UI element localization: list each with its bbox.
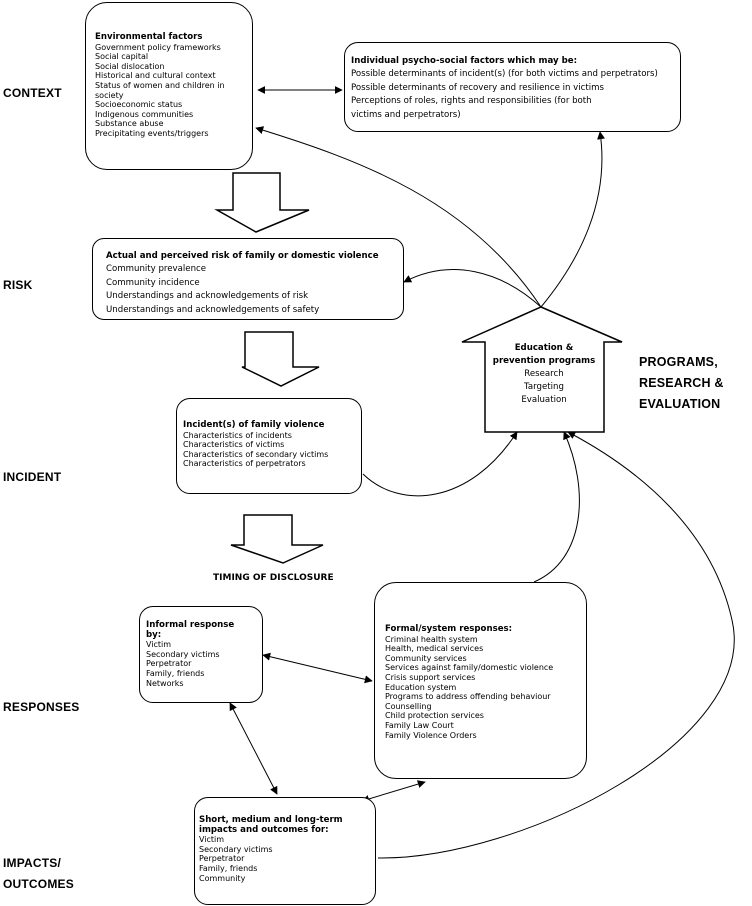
section-label-impacts: IMPACTS/ OUTCOMES [3, 853, 74, 895]
arrow-impacts-formal [361, 780, 426, 803]
impact-item: Victim [199, 835, 225, 845]
impact-item: Perpetrator [199, 854, 245, 864]
incident-box: Incident(s) of family violence Character… [176, 398, 362, 494]
flow-arrow-incident-responses [230, 514, 324, 564]
environmental-factor-item: Social dislocation [95, 61, 165, 71]
environmental-factor-item: Precipitating events/triggers [95, 128, 209, 138]
arrow-informal-impacts [229, 702, 278, 795]
arrow-incident-education [362, 431, 518, 497]
psychosocial-factor-item: victims and perpetrators) [351, 109, 461, 120]
education-title-line: prevention programs [492, 356, 596, 366]
education-item: Targeting [524, 382, 564, 392]
section-label-context: CONTEXT [3, 86, 62, 100]
risk-item: Understandings and acknowledgements of s… [106, 304, 320, 315]
formal-responses-box: Formal/system responses: Criminal health… [374, 582, 587, 779]
formal-response-item: Criminal health system [385, 634, 478, 644]
flow-arrow-risk-incident [241, 331, 320, 387]
environmental-factor-item: Social capital [95, 52, 149, 62]
psychosocial-factors-title: Individual psycho-social factors which m… [351, 56, 578, 66]
informal-response-box: Informal response by: Victim Secondary v… [139, 606, 263, 703]
impacts-outcomes-box: Short, medium and long-term impacts and … [194, 797, 376, 905]
formal-response-item: Programs to address offending behaviour [385, 692, 551, 702]
informal-response-item: Family, friends [146, 668, 205, 678]
informal-response-title: by: [146, 629, 162, 640]
formal-response-item: Child protection services [385, 711, 484, 721]
risk-box-title: Actual and perceived risk of family or d… [106, 251, 379, 261]
education-house-shape [461, 306, 623, 433]
environmental-factor-item: Historical and cultural context [95, 71, 216, 81]
section-label-incident: INCIDENT [3, 470, 62, 484]
formal-response-item: Counselling [385, 701, 432, 711]
incident-item: Characteristics of incidents [183, 430, 292, 440]
formal-response-item: Family Violence Orders [385, 730, 477, 740]
psychosocial-factor-item: Perceptions of roles, rights and respons… [351, 96, 592, 107]
impact-item: Community [199, 873, 246, 883]
flow-arrow-context-risk [214, 172, 310, 233]
arrow-education-risk [403, 269, 542, 308]
informal-response-item: Perpetrator [146, 659, 192, 669]
environmental-factor-item: society [95, 90, 124, 100]
education-item: Evaluation [521, 395, 567, 405]
formal-response-item: Family Law Court [385, 720, 454, 730]
incident-box-title: Incident(s) of family violence [183, 420, 325, 430]
formal-response-item: Health, medical services [385, 644, 484, 654]
arrow-informal-formal [262, 652, 373, 684]
incident-item: Characteristics of victims [183, 440, 285, 450]
environmental-factors-box: Environmental factors Government policy … [85, 2, 253, 170]
section-label-programs-line: EVALUATION [639, 397, 721, 411]
incident-item: Characteristics of perpetrators [183, 459, 306, 469]
impact-item: Secondary victims [199, 844, 273, 854]
formal-response-item: Education system [385, 682, 457, 692]
environmental-factor-item: Socioeconomic status [95, 100, 183, 110]
arrow-education-environmental [255, 126, 542, 308]
psychosocial-factor-item: Possible determinants of recovery and re… [351, 82, 604, 93]
informal-response-item: Secondary victims [146, 649, 220, 659]
formal-response-item: Crisis support services [385, 672, 476, 682]
formal-response-item: Community services [385, 653, 467, 663]
incident-item: Characteristics of secondary victims [183, 449, 329, 459]
education-item: Research [524, 369, 564, 379]
informal-response-title: Informal response [146, 620, 235, 630]
section-label-risk: RISK [3, 278, 33, 292]
section-label-programs-line: RESEARCH & [639, 376, 724, 390]
education-title-line: Education & [514, 343, 574, 353]
arrow-education-psychosocial [540, 131, 606, 308]
environmental-factor-item: Government policy frameworks [95, 42, 221, 52]
section-label-impacts-line: IMPACTS/ [3, 856, 62, 870]
formal-responses-title: Formal/system responses: [385, 624, 513, 634]
psychosocial-factors-box: Individual psycho-social factors which m… [344, 42, 681, 132]
environmental-factor-item: Indigenous communities [95, 109, 194, 119]
timing-of-disclosure-label: TIMING OF DISCLOSURE [213, 573, 334, 583]
psychosocial-factor-item: Possible determinants of incident(s) (fo… [351, 69, 658, 80]
section-label-programs-line: PROGRAMS, [639, 355, 718, 369]
informal-response-item: Networks [146, 678, 184, 688]
impacts-title-line: Short, medium and long-term [199, 815, 343, 825]
risk-item: Understandings and acknowledgements of r… [106, 291, 309, 302]
section-label-impacts-line: OUTCOMES [3, 877, 74, 891]
arrow-impacts-education [377, 431, 735, 859]
risk-item: Community incidence [106, 277, 200, 288]
risk-item: Community prevalence [106, 264, 207, 275]
formal-response-item: Services against family/domestic violenc… [385, 663, 554, 673]
environmental-factor-item: Status of women and children in [95, 80, 225, 90]
arrow-formal-education [533, 431, 580, 583]
impact-item: Family, friends [199, 863, 258, 873]
risk-box: Actual and perceived risk of family or d… [92, 238, 404, 320]
environmental-factor-item: Substance abuse [95, 119, 164, 129]
section-label-programs: PROGRAMS, RESEARCH & EVALUATION [639, 352, 724, 415]
informal-response-item: Victim [146, 640, 172, 650]
education-programs-label: Education & prevention programs Research… [485, 342, 603, 407]
impacts-title-line: impacts and outcomes for: [199, 824, 329, 835]
environmental-factors-title: Environmental factors [95, 32, 203, 42]
section-label-responses: RESPONSES [3, 700, 80, 714]
